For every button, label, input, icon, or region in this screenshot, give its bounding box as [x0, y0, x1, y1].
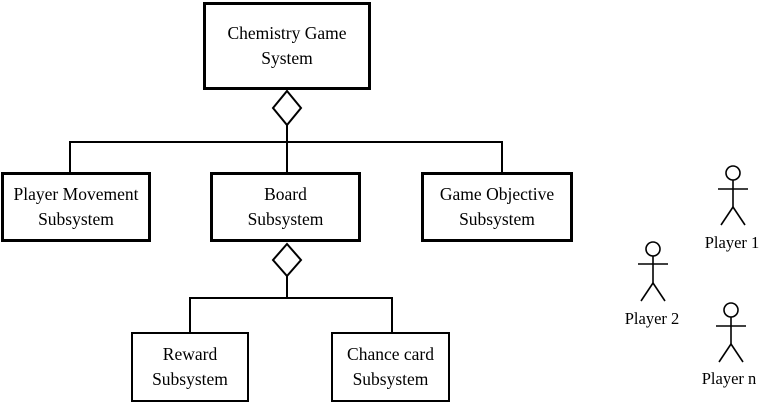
root-system-label-line2: System: [261, 48, 313, 68]
actor-player-2-icon: [638, 241, 668, 302]
actor-player-1-label: Player 1: [704, 233, 760, 252]
board-subsystem-box: Board Subsystem: [210, 172, 361, 242]
chance-card-label-line2: Subsystem: [352, 369, 429, 389]
player-movement-subsystem-box: Player Movement Subsystem: [1, 172, 151, 242]
actor-player-n-label: Player n: [701, 369, 757, 388]
game-objective-subsystem-box: Game Objective Subsystem: [421, 172, 573, 242]
player-movement-label-line1: Player Movement: [13, 184, 139, 204]
board-label-line2: Subsystem: [247, 209, 324, 229]
actor-player-2-label: Player 2: [624, 309, 680, 328]
reward-label-line1: Reward: [162, 344, 218, 364]
actor-player-1-icon: [718, 165, 748, 226]
player-movement-label-line2: Subsystem: [38, 209, 114, 229]
root-aggregation-diamond: [271, 89, 303, 127]
root-system-label-line1: Chemistry Game: [227, 23, 347, 43]
board-aggregation-diamond: [271, 242, 303, 278]
game-objective-label-line2: Subsystem: [459, 209, 535, 229]
root-system-box: Chemistry Game System: [203, 2, 371, 90]
chance-card-subsystem-box: Chance card Subsystem: [331, 332, 450, 402]
game-objective-label-line1: Game Objective: [439, 184, 555, 204]
chance-card-label-line1: Chance card: [347, 344, 434, 364]
actor-player-n-icon: [716, 302, 746, 363]
board-label-line1: Board: [264, 184, 307, 204]
reward-label-line2: Subsystem: [152, 369, 228, 389]
reward-subsystem-box: Reward Subsystem: [131, 332, 249, 402]
